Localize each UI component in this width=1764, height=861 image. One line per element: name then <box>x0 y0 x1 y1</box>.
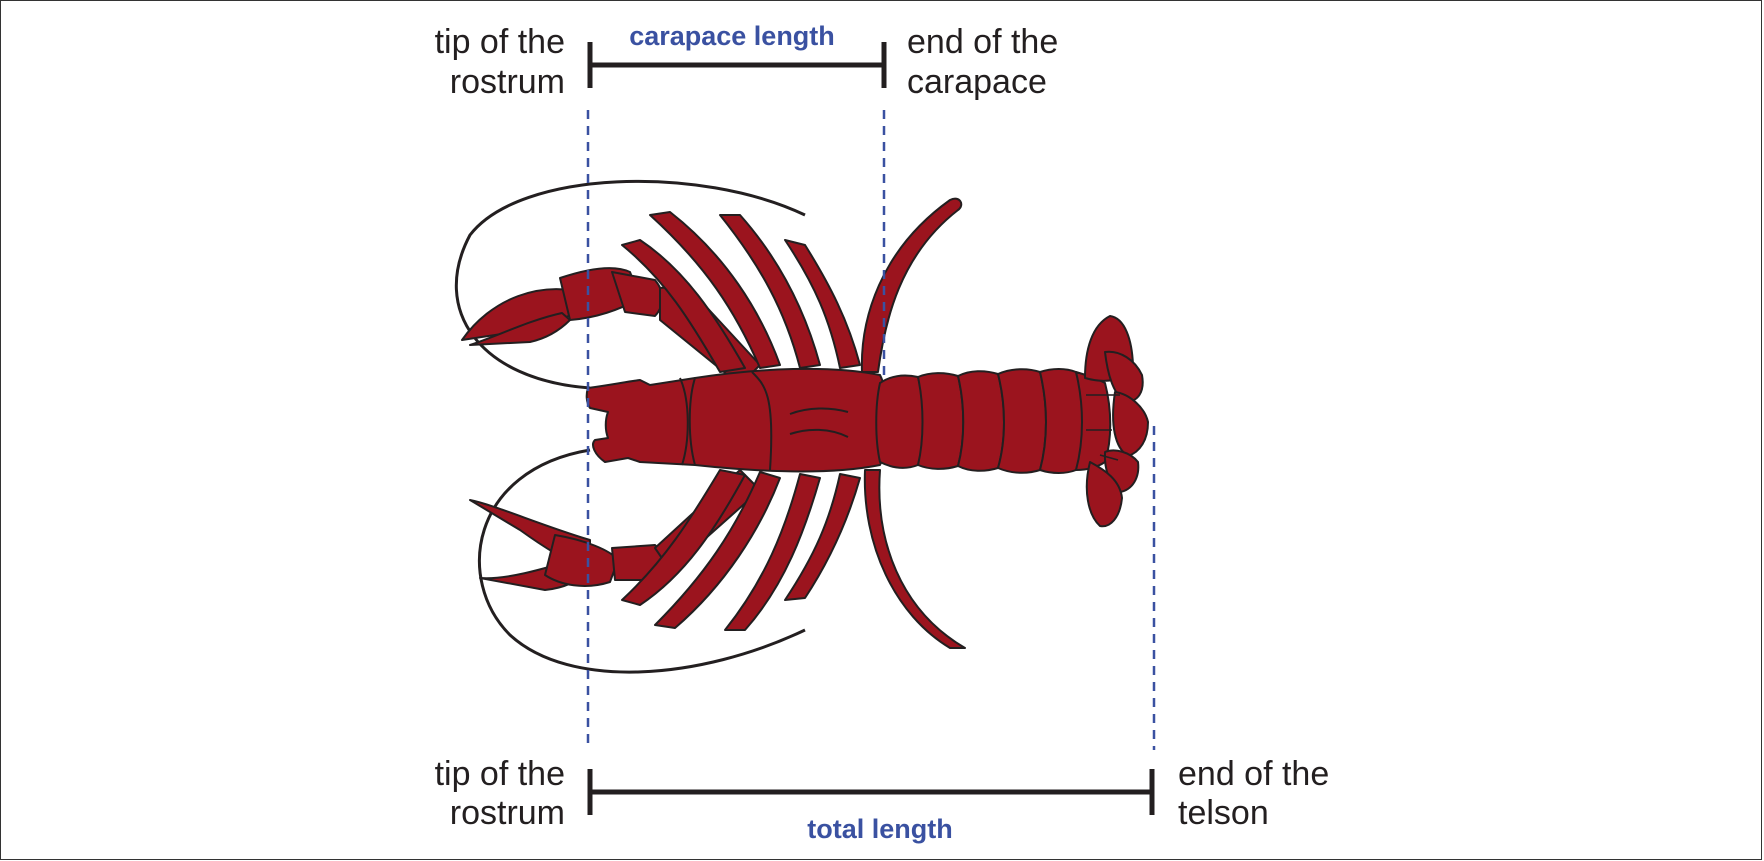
top-right-label-line1: end of the <box>907 23 1058 61</box>
abdomen-segment <box>998 369 1046 473</box>
whip-antenna-upper <box>862 199 961 372</box>
abdomen-segment <box>1040 369 1083 473</box>
abdomen-segment <box>876 375 923 467</box>
top-left-label-line2: rostrum <box>450 63 565 101</box>
top-right-label-line2: carapace <box>907 63 1047 101</box>
bottom-left-label-line1: tip of the <box>435 755 565 793</box>
tail-telson <box>1113 392 1148 456</box>
top-left-label-line1: tip of the <box>435 23 565 61</box>
head <box>587 378 699 465</box>
abdomen-segment <box>918 373 963 469</box>
carapace-length-label: carapace length <box>629 21 835 51</box>
total-length-bar <box>590 769 1152 815</box>
crayfish-illustration <box>456 181 1148 672</box>
lower-claw-propodus <box>545 535 618 586</box>
bottom-left-label-line2: rostrum <box>450 794 565 832</box>
total-length-label: total length <box>807 814 952 844</box>
carapace <box>690 369 889 472</box>
bottom-right-label-line1: end of the <box>1178 755 1329 793</box>
abdomen-segment <box>958 371 1004 471</box>
bottom-right-label-line2: telson <box>1178 794 1269 832</box>
upper-claw-carpus <box>612 272 663 316</box>
whip-antenna-lower <box>865 470 965 648</box>
